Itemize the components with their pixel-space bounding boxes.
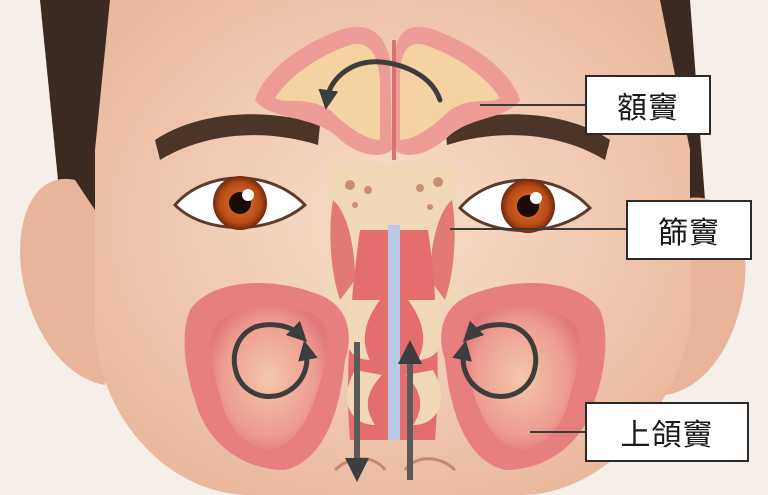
ethmoid-sinus-label: 篩竇 bbox=[626, 200, 752, 260]
maxillary-sinus-label: 上頜竇 bbox=[585, 402, 749, 462]
nasal-septum bbox=[388, 225, 400, 440]
frontal-sinus-label: 額竇 bbox=[585, 75, 711, 135]
